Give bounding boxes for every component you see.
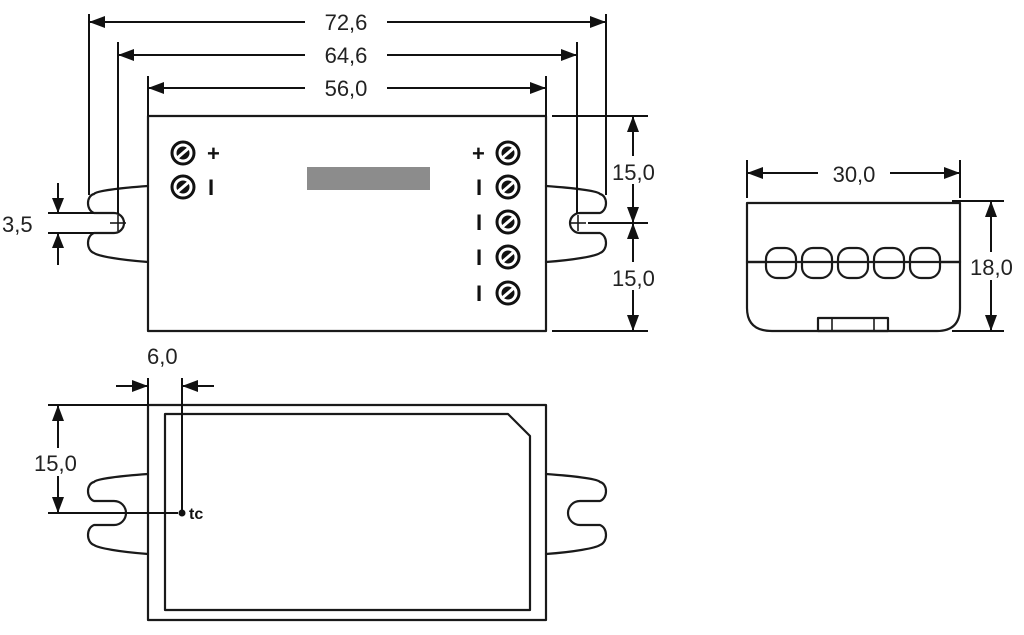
terminal-screw-icon bbox=[170, 174, 196, 200]
dim-tc-offset-x: 6,0 bbox=[116, 344, 214, 405]
tc-point bbox=[178, 509, 186, 517]
terminal-screw-icon bbox=[495, 209, 521, 235]
label-area bbox=[307, 167, 430, 190]
dim-label: 3,5 bbox=[2, 212, 33, 237]
side-outline bbox=[745, 201, 962, 333]
dim-label: 64,6 bbox=[325, 43, 368, 68]
dim-label: 30,0 bbox=[833, 162, 876, 187]
terminal-screw-icon bbox=[170, 140, 196, 166]
dim-height-halves: 15,0 15,0 bbox=[552, 115, 658, 332]
terminal-screw-icon bbox=[495, 174, 521, 200]
tc-label: tc bbox=[189, 506, 203, 523]
body-outline bbox=[146, 114, 548, 333]
dim-label: 15,0 bbox=[612, 160, 655, 185]
base-foot bbox=[816, 316, 890, 333]
dim-label: 72,6 bbox=[325, 10, 368, 35]
dim-label: 18,0 bbox=[970, 255, 1013, 280]
dim-label: 15,0 bbox=[612, 266, 655, 291]
inner-label-outline bbox=[163, 412, 532, 612]
dim-overall-length: 72,6 bbox=[89, 8, 606, 36]
right-terminal-polarity: + bbox=[472, 141, 485, 166]
dim-side-width: 30,0 bbox=[746, 159, 961, 198]
top-view: + I + I I I I 72,6 bbox=[2, 8, 658, 333]
left-terminal-polarity: + bbox=[207, 141, 220, 166]
terminal-block bbox=[745, 246, 962, 280]
right-terminal-polarity: I bbox=[476, 175, 482, 200]
dim-hole-spacing: 64,6 bbox=[118, 41, 577, 69]
right-hole-center bbox=[570, 215, 586, 231]
right-terminal-polarity: I bbox=[476, 245, 482, 270]
terminal-screw-icon bbox=[495, 280, 521, 306]
dim-label: 15,0 bbox=[34, 451, 77, 476]
terminal-screw-icon bbox=[495, 244, 521, 270]
left-hole-center bbox=[110, 215, 126, 231]
dim-hole-diameter: 3,5 bbox=[2, 183, 94, 265]
bottom-body-outline bbox=[146, 403, 548, 622]
right-terminal-polarity: I bbox=[476, 210, 482, 235]
terminal-screw-icon bbox=[495, 140, 521, 166]
dim-tc-offset-y: 15,0 bbox=[34, 404, 178, 514]
dim-side-height: 18,0 bbox=[952, 200, 1018, 332]
left-terminal-polarity: I bbox=[208, 175, 214, 200]
bottom-view: tc 6,0 15,0 bbox=[34, 344, 608, 622]
right-terminal-polarity: I bbox=[476, 281, 482, 306]
side-view: 30,0 18,0 bbox=[745, 159, 1018, 333]
dim-label: 56,0 bbox=[325, 76, 368, 101]
dim-body-length: 56,0 bbox=[148, 74, 546, 102]
right-mounting-ear bbox=[544, 472, 608, 556]
dim-label: 6,0 bbox=[147, 344, 178, 369]
